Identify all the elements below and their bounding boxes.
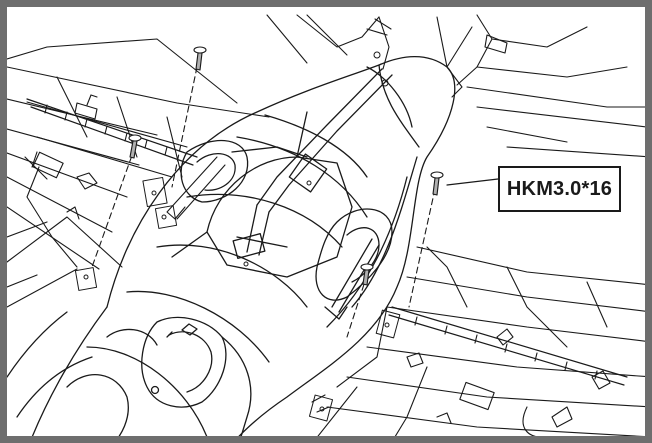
screw-center <box>360 263 374 286</box>
tail-fins <box>266 14 645 158</box>
left-wing <box>7 38 270 308</box>
fuselage <box>7 56 456 436</box>
screw-left <box>128 134 142 159</box>
screw-size-callout: HKM3.0*16 <box>498 166 621 212</box>
mount-tabs <box>74 51 401 422</box>
screw-size-label: HKM3.0*16 <box>506 177 613 200</box>
screws <box>128 46 444 286</box>
screw-guide-lines <box>91 66 436 338</box>
screw-right <box>430 171 444 196</box>
screw-top-left <box>193 46 207 71</box>
callout-leader <box>446 178 499 186</box>
right-wing <box>311 246 645 436</box>
aircraft-assembly-drawing <box>7 14 645 436</box>
